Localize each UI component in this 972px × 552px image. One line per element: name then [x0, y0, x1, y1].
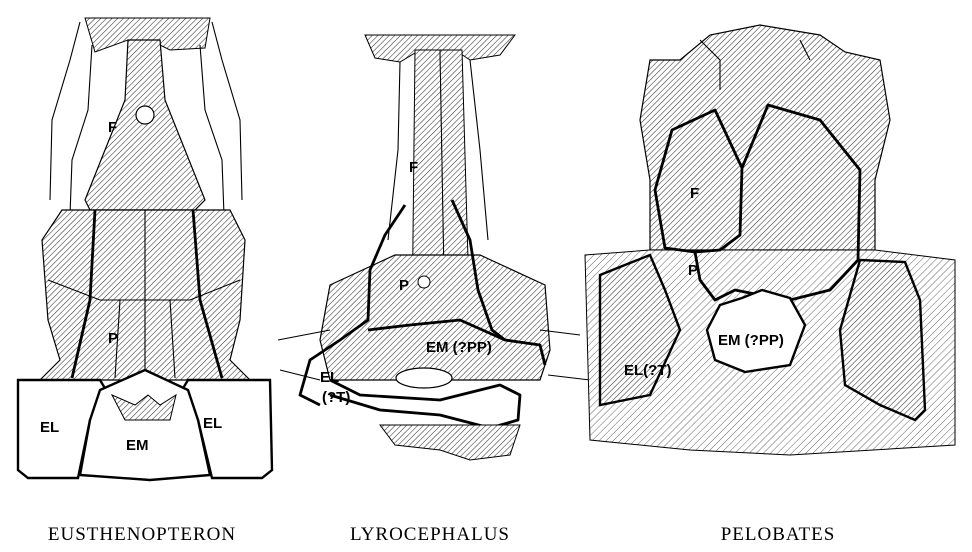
pelobates-label-f: F [690, 185, 699, 202]
eusthenopteron-label-p: P [108, 330, 118, 347]
eusthenopteron-skull [18, 18, 272, 480]
lyrocephalus-label-t: (?T) [322, 389, 350, 406]
eusthenopteron-label-el-right: EL [203, 415, 222, 432]
pelobates-label-p: P [688, 262, 698, 279]
lyrocephalus-label-el: EL [320, 369, 339, 386]
eusthenopteron-label-em: EM [126, 437, 149, 454]
eusthenopteron-label-f: F [108, 119, 117, 136]
pelobates-label-el: EL(?T) [624, 362, 671, 379]
pelobates-skull [585, 25, 955, 455]
caption-lyrocephalus: LYROCEPHALUS [350, 524, 510, 545]
lyrocephalus-label-em: EM (?PP) [426, 339, 492, 356]
caption-eusthenopteron: EUSTHENOPTERON [48, 524, 236, 545]
pelobates-label-em: EM (?PP) [718, 332, 784, 349]
lyrocephalus-label-p: P [399, 277, 409, 294]
lyrocephalus-label-f: F [409, 159, 418, 176]
eusthenopteron-label-el-left: EL [40, 419, 59, 436]
caption-pelobates: PELOBATES [721, 524, 836, 545]
